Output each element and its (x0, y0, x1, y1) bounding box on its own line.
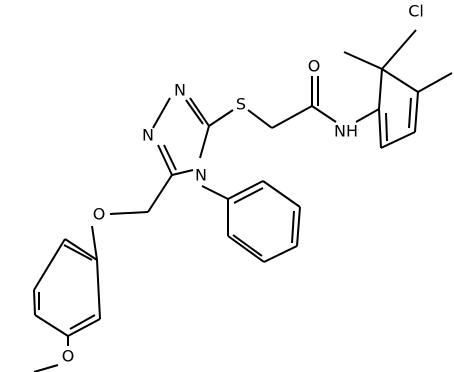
bond (227, 235, 265, 263)
bond (147, 174, 173, 213)
bond (171, 169, 194, 176)
bond (233, 187, 264, 204)
bond (232, 234, 263, 257)
bond (378, 108, 382, 149)
bond (208, 109, 234, 127)
atom-n4: N (195, 166, 207, 185)
bond (33, 289, 36, 316)
bond (33, 238, 66, 291)
bond (201, 185, 229, 200)
atom-labels: Cl O NH S N N N O O (62, 2, 424, 366)
bond (343, 51, 383, 70)
bond (381, 29, 417, 70)
bond (64, 238, 98, 261)
bond (227, 180, 264, 200)
bond (34, 314, 69, 337)
bond (163, 144, 177, 171)
atom-o-methoxy: O (62, 347, 75, 366)
bond (109, 211, 149, 215)
bond (381, 68, 419, 93)
bonds (33, 29, 453, 372)
atom-n2: N (142, 126, 154, 145)
atom-s: S (236, 95, 246, 114)
bond (247, 109, 273, 129)
bond (380, 131, 416, 149)
bond (63, 244, 93, 261)
bond (91, 225, 98, 261)
bond (152, 97, 171, 129)
bond (417, 72, 453, 93)
bond (199, 125, 210, 159)
bond (189, 97, 210, 127)
bond (262, 180, 301, 208)
bond (185, 99, 204, 125)
atom-o-carbonyl: O (308, 57, 321, 76)
atom-nh: NH (334, 122, 358, 141)
bond (271, 105, 313, 129)
bond (355, 108, 380, 123)
bond (96, 259, 101, 320)
bond (263, 245, 298, 263)
bond (157, 144, 173, 176)
bond (414, 91, 419, 133)
bond (311, 105, 337, 123)
bond (378, 68, 383, 110)
bond (33, 364, 59, 372)
bond (291, 210, 295, 244)
atom-cl: Cl (408, 2, 424, 21)
bond (385, 112, 388, 142)
atom-o-ether: O (93, 205, 106, 224)
bond (296, 206, 301, 247)
atom-n1: N (174, 81, 186, 100)
bond (69, 314, 96, 330)
bond (408, 97, 412, 129)
bond (67, 318, 101, 337)
